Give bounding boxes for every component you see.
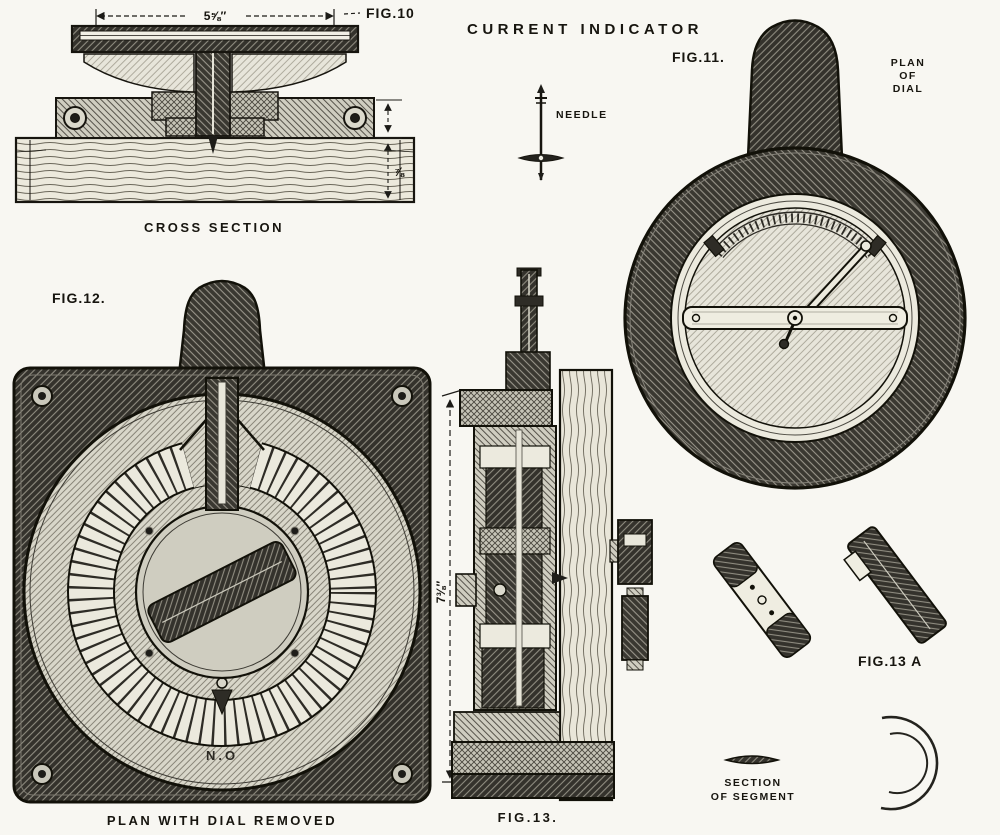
fig13-side-section: 7⅜″ xyxy=(434,267,653,825)
fig12-central-column xyxy=(179,377,265,511)
fig10-label: FIG.10 xyxy=(366,5,415,21)
fig12-handle xyxy=(176,279,268,386)
fig13-height-dim-label: 7⅜″ xyxy=(434,581,448,604)
needle-drawing xyxy=(517,84,565,181)
fig11-centre-pivot xyxy=(778,310,803,350)
fig11-handle xyxy=(746,19,844,160)
segment-section: SECTION OF SEGMENT xyxy=(711,755,795,803)
fig11-note-line1: PLAN xyxy=(891,57,926,69)
fig12-marking: N.O xyxy=(206,748,238,763)
fig13-axle xyxy=(455,573,507,607)
fig13a-segments: FIG.13 A xyxy=(712,526,947,669)
fig11-plan-of-dial: FIG.11. PLAN OF DIAL xyxy=(623,19,967,490)
segment-caption-line1: SECTION xyxy=(724,777,781,789)
fig13-foot xyxy=(451,711,615,799)
fig12-corner-screws xyxy=(31,385,413,785)
fig12-caption: PLAN WITH DIAL REMOVED xyxy=(107,813,337,828)
fig12-hub xyxy=(134,504,310,680)
fig13-main-block xyxy=(473,425,557,711)
fig13a-segment-bar-2 xyxy=(843,526,947,644)
fig11-scale-end-screw-right xyxy=(865,234,887,258)
fig13-wood-plank xyxy=(558,368,614,802)
page-title: CURRENT INDICATOR xyxy=(467,21,703,38)
fig10-height-dim-label: ⅞ xyxy=(394,165,405,179)
fig11-drawing xyxy=(623,19,967,490)
fig13a-label: FIG.13 A xyxy=(858,653,922,669)
fig13-detached-parts xyxy=(609,519,653,671)
fig10-caption: CROSS SECTION xyxy=(144,220,284,235)
fig11-scale-arc xyxy=(713,211,877,258)
fig13-drawing xyxy=(451,267,653,802)
fig12-plan-dial-removed: FIG.12. xyxy=(12,279,432,828)
fig10-width-dimension xyxy=(95,9,361,28)
d-shape-detail xyxy=(880,715,939,811)
fig11-note-line2: OF xyxy=(899,70,917,82)
needle-label: NEEDLE xyxy=(556,109,608,121)
fig13-caption-label: FIG.13. xyxy=(498,810,559,825)
fig12-label: FIG.12. xyxy=(52,290,106,306)
fig13-arrow-marker xyxy=(552,572,568,584)
fig10-device-drawing xyxy=(14,24,416,204)
needle-detail: NEEDLE xyxy=(517,84,608,181)
fig11-scale-end-screw-left xyxy=(703,234,725,258)
fig12-drawing xyxy=(12,279,432,804)
fig11-label: FIG.11. xyxy=(672,49,725,65)
fig10-cross-section: 5⅝″ FIG.10 xyxy=(14,5,416,235)
segment-section-drawing xyxy=(723,755,781,765)
fig13-top-plate xyxy=(459,389,553,427)
fig10-width-dim-label: 5⅝″ xyxy=(204,9,227,23)
fig10-height-dimension xyxy=(376,99,402,203)
fig13a-segment-bar-1 xyxy=(712,542,812,658)
fig11-plan-of-dial-note: PLAN OF DIAL xyxy=(891,57,926,95)
segment-caption-line2: OF SEGMENT xyxy=(711,791,795,803)
fig11-note-line3: DIAL xyxy=(893,83,924,95)
